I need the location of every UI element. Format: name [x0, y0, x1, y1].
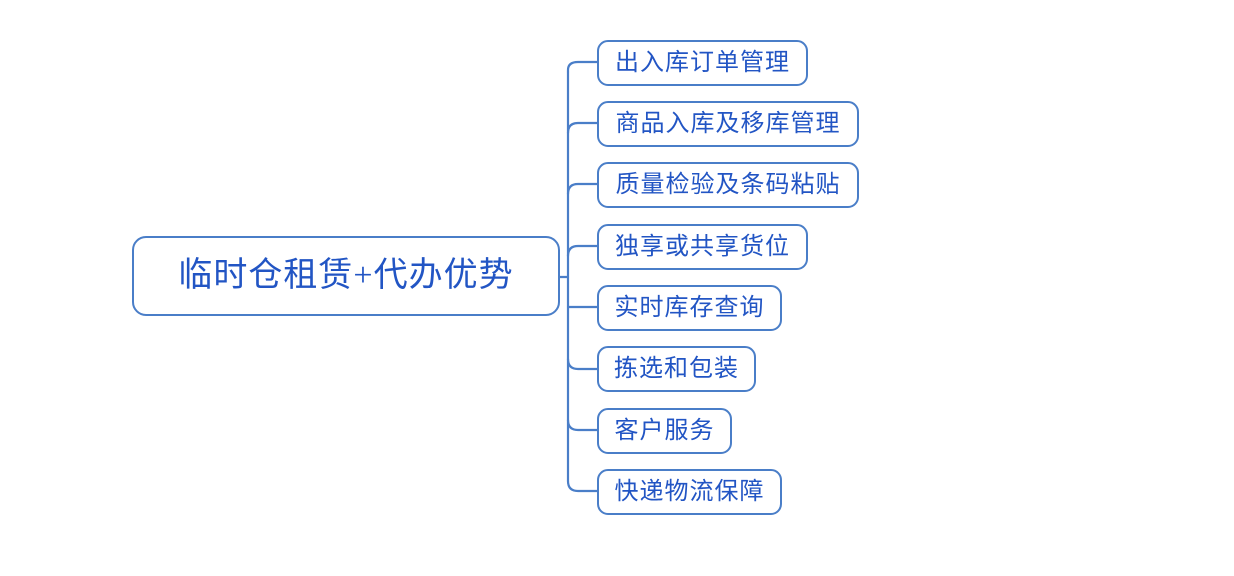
connector-branch-6 — [566, 357, 599, 371]
branch-node-6[interactable]: 拣选和包装 — [597, 346, 756, 392]
branch-node-2[interactable]: 商品入库及移库管理 — [597, 101, 859, 147]
connector-branch-4 — [566, 244, 599, 258]
branch-node-5-label: 实时库存查询 — [614, 295, 765, 321]
branch-node-8[interactable]: 快递物流保障 — [597, 469, 782, 515]
root-node[interactable]: 临时仓租赁+代办优势 — [132, 236, 560, 316]
branch-node-8-label: 快递物流保障 — [614, 479, 765, 505]
branch-node-4[interactable]: 独享或共享货位 — [597, 224, 808, 270]
branch-node-1-label: 出入库订单管理 — [615, 50, 790, 76]
branch-node-3-label: 质量检验及条码粘贴 — [615, 172, 841, 198]
branch-node-6-label: 拣选和包装 — [614, 356, 739, 382]
connector-branch-2 — [566, 121, 599, 135]
branch-node-3[interactable]: 质量检验及条码粘贴 — [597, 162, 859, 208]
root-node-label: 临时仓租赁+代办优势 — [178, 257, 514, 294]
branch-node-7[interactable]: 客户服务 — [597, 408, 732, 454]
connector-branch-1 — [566, 60, 599, 74]
branch-node-7-label: 客户服务 — [614, 418, 715, 444]
connector-branch-7 — [566, 418, 599, 432]
branch-node-5[interactable]: 实时库存查询 — [597, 285, 782, 331]
branch-node-4-label: 独享或共享货位 — [615, 234, 790, 260]
branch-node-2-label: 商品入库及移库管理 — [615, 111, 841, 137]
branch-node-1[interactable]: 出入库订单管理 — [597, 40, 808, 86]
connector-branch-8 — [566, 479, 599, 493]
connector-branch-3 — [566, 182, 599, 196]
